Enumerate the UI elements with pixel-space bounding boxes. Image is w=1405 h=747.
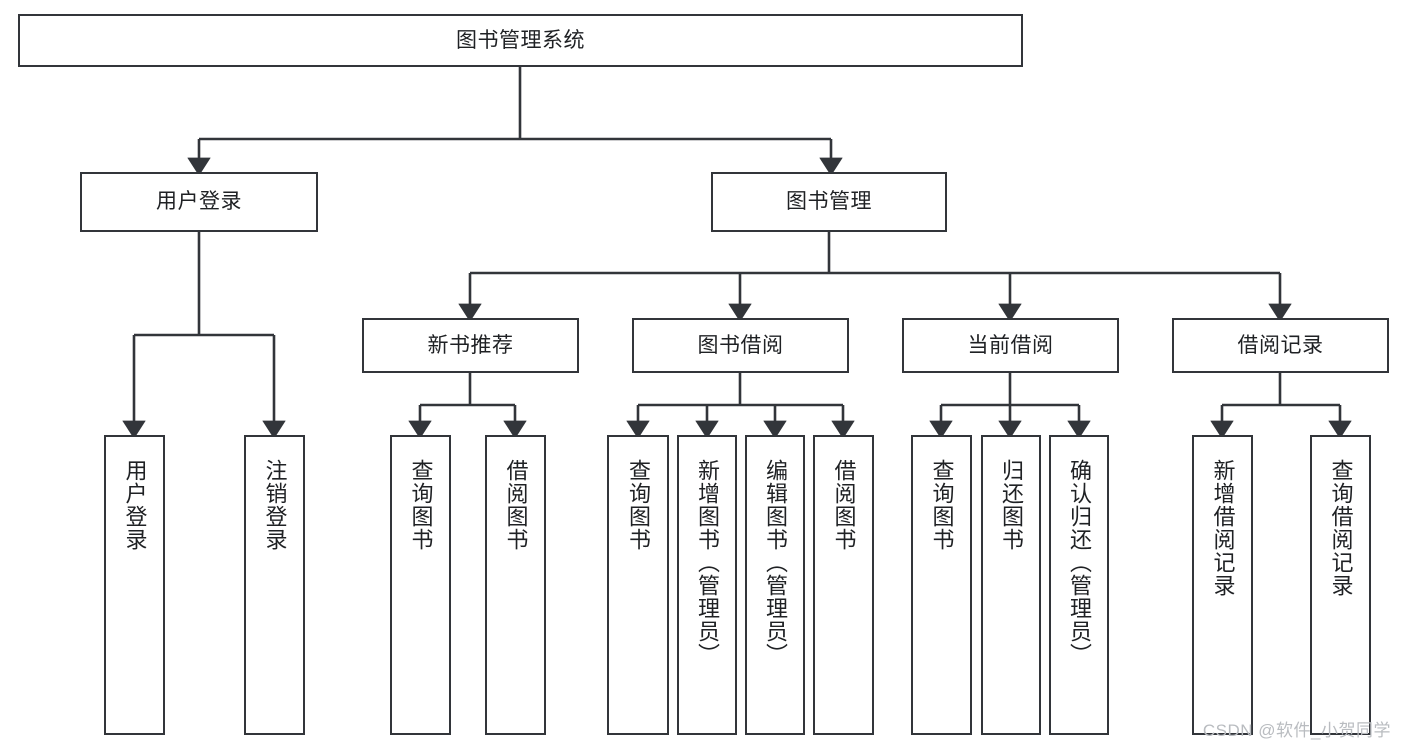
node-label: 图书管理系统 [456,28,585,52]
node-label: 新增图书（管理员） [694,459,720,666]
node-label: 用户登录 [122,459,148,551]
node-label: 查询图书 [625,459,651,551]
node-user-login[interactable]: 用户登录 [80,172,318,232]
node-leaf-user-login[interactable]: 用户登录 [104,435,165,735]
node-leaf-return-books[interactable]: 归还图书 [981,435,1041,735]
node-label: 图书借阅 [697,333,784,357]
node-label: 注销登录 [262,459,288,551]
node-leaf-add-book-admin[interactable]: 新增图书（管理员） [677,435,737,735]
node-book-management[interactable]: 图书管理 [711,172,947,232]
node-leaf-query-books-current[interactable]: 查询图书 [911,435,972,735]
node-label: 查询借阅记录 [1328,459,1354,597]
node-label: 归还图书 [998,459,1024,551]
node-root-book-management-system[interactable]: 图书管理系统 [18,14,1023,67]
node-label: 编辑图书（管理员） [762,459,788,666]
node-current-borrowing[interactable]: 当前借阅 [902,318,1119,373]
node-leaf-query-books-borrow[interactable]: 查询图书 [607,435,669,735]
node-label: 借阅图书 [503,459,529,551]
node-label: 图书管理 [786,190,872,214]
node-leaf-query-borrow-record[interactable]: 查询借阅记录 [1310,435,1371,735]
node-leaf-edit-book-admin[interactable]: 编辑图书（管理员） [745,435,805,735]
node-leaf-logout[interactable]: 注销登录 [244,435,305,735]
node-label: 用户登录 [156,190,242,214]
node-label: 查询图书 [408,459,434,551]
node-leaf-lend-books[interactable]: 借阅图书 [813,435,874,735]
node-leaf-confirm-return-admin[interactable]: 确认归还（管理员） [1049,435,1109,735]
node-label: 确认归还（管理员） [1066,459,1092,666]
node-label: 查询图书 [929,459,955,551]
node-book-borrowing[interactable]: 图书借阅 [632,318,849,373]
node-label: 新书推荐 [427,333,514,357]
node-label: 新增借阅记录 [1210,459,1236,597]
node-label: 借阅记录 [1237,333,1324,357]
node-leaf-borrow-books-recommend[interactable]: 借阅图书 [485,435,546,735]
node-new-book-recommendation[interactable]: 新书推荐 [362,318,579,373]
node-label: 借阅图书 [831,459,857,551]
node-leaf-query-books-recommend[interactable]: 查询图书 [390,435,451,735]
node-borrow-records[interactable]: 借阅记录 [1172,318,1389,373]
node-label: 当前借阅 [967,333,1054,357]
node-leaf-add-borrow-record[interactable]: 新增借阅记录 [1192,435,1253,735]
